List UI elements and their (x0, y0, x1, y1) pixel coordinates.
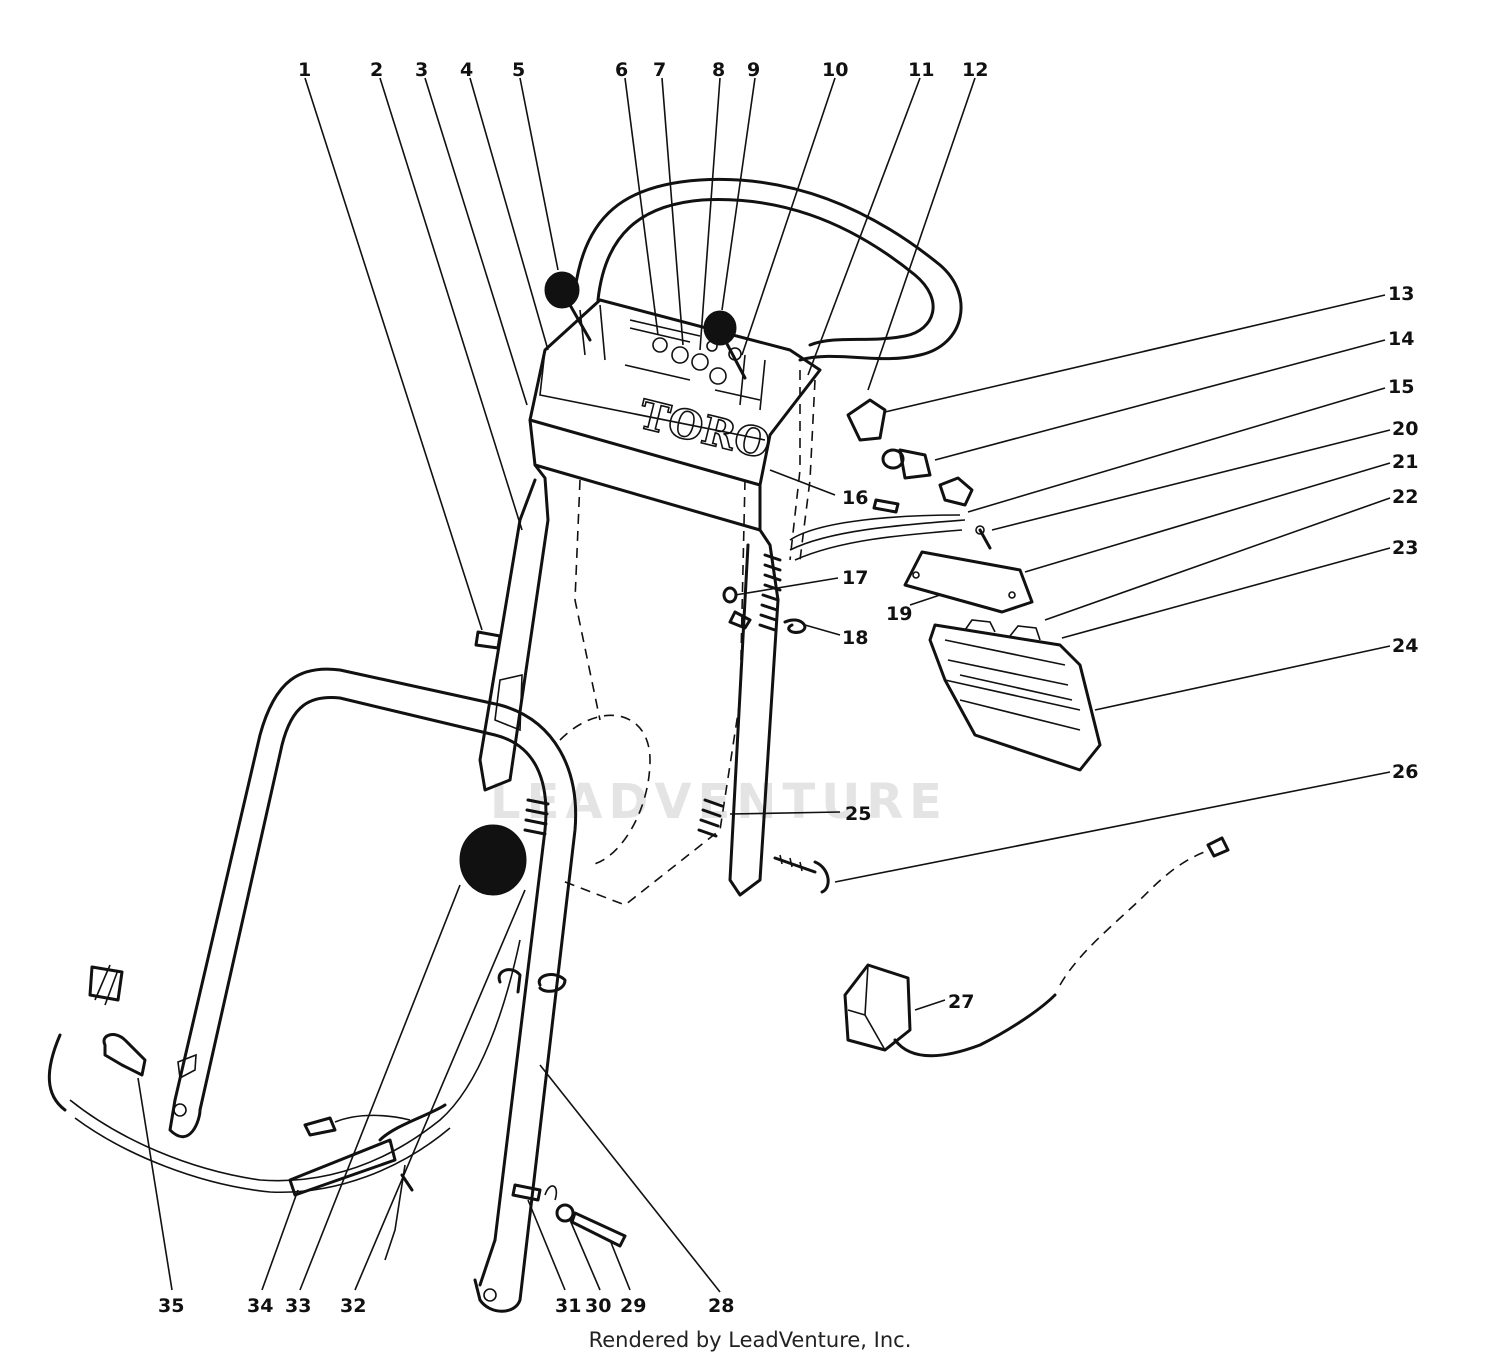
callout-13: 13 (1388, 283, 1414, 305)
battery-charger (843, 836, 1230, 1058)
callout-33: 33 (285, 1295, 311, 1317)
wire-harness-lower (47, 939, 521, 1261)
watermark-text: LEADVENTURE (490, 774, 948, 830)
callout-20: 20 (1392, 418, 1418, 440)
callout-4: 4 (460, 59, 473, 81)
callout-6: 6 (615, 59, 628, 81)
callout-24: 24 (1392, 635, 1418, 657)
callout-25: 25 (845, 803, 871, 825)
leader-lines (137, 77, 1391, 1293)
upper-handle (573, 177, 963, 362)
callout-21: 21 (1392, 451, 1418, 473)
callout-18: 18 (842, 627, 868, 649)
callout-12: 12 (962, 59, 988, 81)
callout-34: 34 (247, 1295, 273, 1317)
control-panel: TORO (528, 298, 822, 532)
callout-29: 29 (620, 1295, 646, 1317)
bracket-1 (474, 630, 502, 650)
callout-16: 16 (842, 487, 868, 509)
hardware-set (511, 1183, 627, 1248)
wire-harness-upper (758, 370, 966, 632)
clamp (497, 968, 567, 994)
throttle-knob-right (703, 310, 747, 380)
handle-knob (459, 824, 527, 896)
lower-handle (168, 667, 578, 1313)
callout-31: 31 (555, 1295, 581, 1317)
screw-small (975, 525, 992, 550)
spring-left (523, 798, 550, 836)
callout-14: 14 (1388, 328, 1414, 350)
callout-1: 1 (298, 59, 311, 81)
carriage-bolt (773, 854, 830, 894)
key-switch (846, 398, 887, 442)
connector-plug (872, 476, 974, 514)
mounting-bracket (903, 550, 1034, 614)
callout-30: 30 (585, 1295, 611, 1317)
callout-17: 17 (842, 567, 868, 589)
main-handle-frame (478, 463, 780, 906)
callout-7: 7 (653, 59, 666, 81)
throttle-knob-left (544, 271, 592, 342)
footer-credit: Rendered by LeadVenture, Inc. (588, 1328, 912, 1352)
clip-18 (783, 618, 807, 634)
callout-2: 2 (370, 59, 383, 81)
callout-11: 11 (908, 59, 934, 81)
callout-32: 32 (340, 1295, 366, 1317)
cable-clip (102, 1033, 147, 1077)
callout-10: 10 (822, 59, 848, 81)
callout-35: 35 (158, 1295, 184, 1317)
ignition-switch (881, 448, 932, 480)
callout-26: 26 (1392, 761, 1418, 783)
spring-lower (697, 798, 724, 838)
callout-3: 3 (415, 59, 428, 81)
callout-27: 27 (948, 991, 974, 1013)
callout-labels: 1 2 3 4 5 6 7 8 9 10 11 12 13 14 15 16 1… (158, 59, 1418, 1317)
callout-23: 23 (1392, 537, 1418, 559)
callout-19: 19 (886, 603, 912, 625)
callout-9: 9 (747, 59, 760, 81)
callout-5: 5 (512, 59, 525, 81)
callout-8: 8 (712, 59, 725, 81)
callout-22: 22 (1392, 486, 1418, 508)
battery (928, 619, 1102, 772)
callout-15: 15 (1388, 376, 1414, 398)
callout-28: 28 (708, 1295, 734, 1317)
